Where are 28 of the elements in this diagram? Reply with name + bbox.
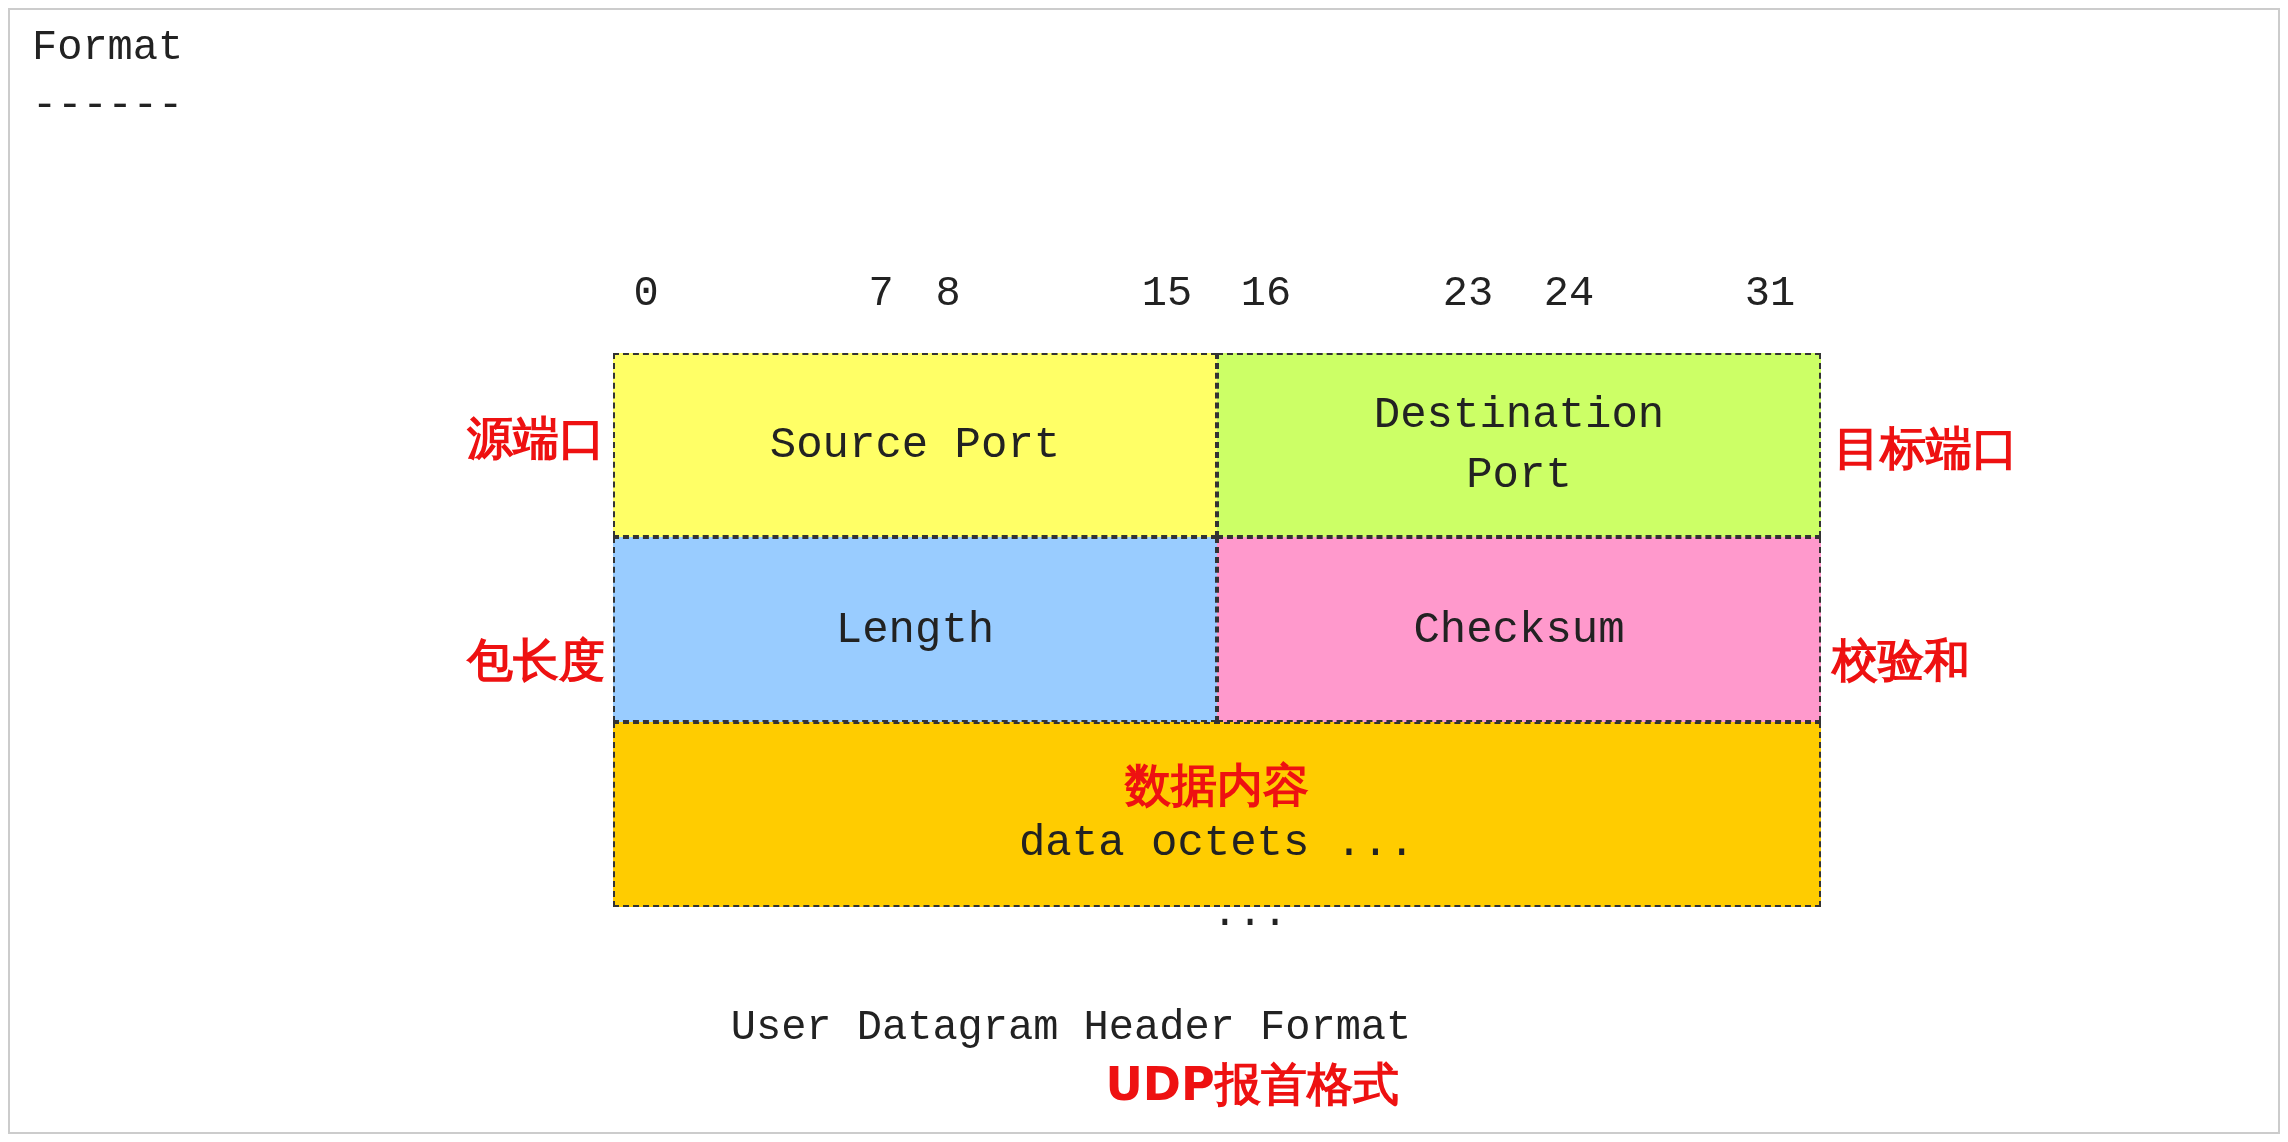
field-label: Checksum <box>1413 603 1625 657</box>
field-label: 数据内容 <box>1125 756 1309 813</box>
field-label: Destination Port <box>1372 389 1666 502</box>
heading-underline: ------ <box>32 82 184 130</box>
field-label: Source Port <box>769 419 1061 472</box>
field-box <box>613 537 1217 722</box>
bit-number: 16 <box>1240 270 1292 318</box>
field-label: data octets ... <box>1018 816 1416 870</box>
side-label: 校验和 <box>1832 632 1970 689</box>
side-label: 包长度 <box>467 632 605 689</box>
bit-number: 7 <box>868 270 894 318</box>
bit-number: 24 <box>1543 270 1595 318</box>
field-box <box>1217 537 1821 722</box>
field-label: Length <box>835 603 995 657</box>
side-label: 源端口 <box>467 410 605 467</box>
caption: User Datagram Header Format <box>730 1004 1412 1052</box>
bit-number: 31 <box>1744 270 1796 318</box>
heading: Format <box>32 24 184 72</box>
bit-number: 0 <box>633 270 659 318</box>
field-box <box>613 722 1821 907</box>
field-box <box>613 353 1217 537</box>
chinese-caption: UDP报首格式 <box>1105 1056 1399 1113</box>
bit-number: 15 <box>1141 270 1193 318</box>
ellipsis: ... <box>1212 890 1288 938</box>
side-label: 目标端口 <box>1834 420 2018 477</box>
bit-number: 8 <box>935 270 961 318</box>
bit-number: 23 <box>1442 270 1494 318</box>
field-box <box>1217 353 1821 537</box>
